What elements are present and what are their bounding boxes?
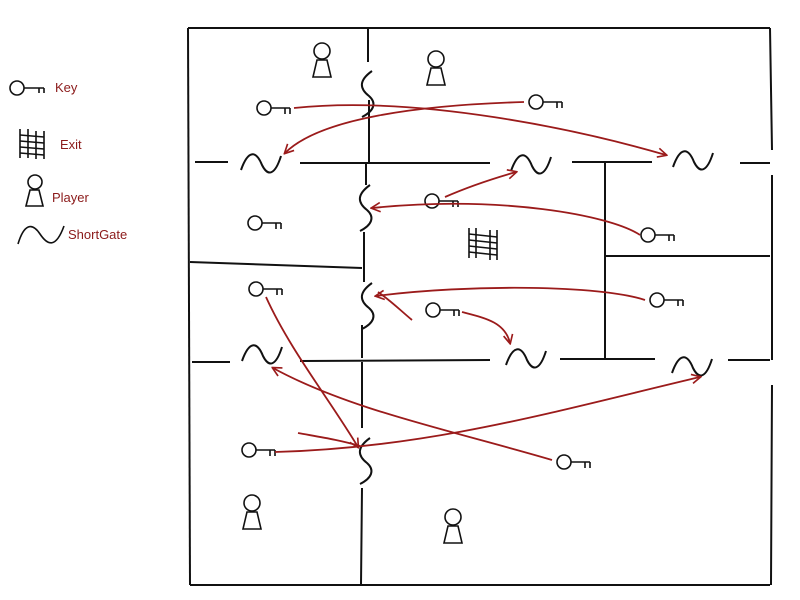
key-icon xyxy=(247,215,282,231)
shortgate-upper-middle xyxy=(510,154,552,175)
key-gate-arrows xyxy=(265,101,700,461)
arrow-key-to-bottom-gate xyxy=(265,296,358,447)
player-icon xyxy=(426,50,446,86)
wall-horizontal-lower xyxy=(192,358,770,363)
shortgate-middle-upper xyxy=(358,184,373,232)
key-icon xyxy=(649,292,684,308)
wall-vertical-top xyxy=(367,28,370,162)
exit-ladder-icon xyxy=(468,228,498,260)
key-icon xyxy=(424,193,459,209)
arrow-key-to-lower-left-gate xyxy=(273,368,553,461)
wall-vertical-bottom xyxy=(360,362,363,586)
legend-item-shortgate: ShortGate xyxy=(0,218,180,258)
legend-item-exit: Exit xyxy=(0,125,180,165)
key-icon xyxy=(556,454,591,470)
key-icon xyxy=(528,94,563,110)
shortgate-lower-left xyxy=(241,344,283,365)
wall-horizontal-upper xyxy=(195,161,770,164)
key-icon xyxy=(425,302,460,318)
key-icon xyxy=(640,227,675,243)
arrow-key-to-lower-right-gate xyxy=(274,377,700,453)
arrow-tail-bottom xyxy=(297,432,361,447)
key-icon xyxy=(256,100,291,116)
legend: Key Exit Player ShortGate xyxy=(0,0,180,260)
players xyxy=(242,42,463,544)
exit-ladder-icon xyxy=(19,129,45,159)
arrow-key-to-lower-middle-gate xyxy=(461,311,510,343)
arrow-key-to-upper-right-gate xyxy=(293,104,666,155)
player-icon xyxy=(443,508,463,544)
arrow-key-to-upper-middle-gate xyxy=(444,172,516,198)
keys xyxy=(241,94,684,470)
wall-vertical-middle xyxy=(361,163,367,358)
shortgate-top xyxy=(360,70,375,118)
wall-left-room-divider xyxy=(189,261,363,269)
key-icon xyxy=(248,281,283,297)
legend-label-key: Key xyxy=(55,80,78,95)
arrow-tails xyxy=(297,291,413,447)
legend-item-player: Player xyxy=(0,172,180,212)
legend-label-exit: Exit xyxy=(60,137,82,152)
outer-wall-right xyxy=(769,27,773,586)
player-icon xyxy=(242,494,262,530)
player-icon xyxy=(312,42,332,78)
arrow-key-to-upper-left-gate xyxy=(285,101,525,153)
shortgate-upper-right xyxy=(672,150,714,171)
arrow-key-to-middle-upper-gate xyxy=(372,204,641,236)
shortgate-upper-left xyxy=(240,153,282,174)
shortgate-icon xyxy=(17,225,65,245)
shortgate-lower-middle xyxy=(505,348,547,369)
shortgate-lower-right xyxy=(671,356,713,377)
outer-wall-left xyxy=(187,27,191,586)
legend-label-player: Player xyxy=(52,190,89,205)
walls xyxy=(187,27,773,586)
gates xyxy=(240,70,714,485)
arrow-tail-middle xyxy=(377,291,413,321)
legend-item-key: Key xyxy=(0,72,180,112)
shortgate-middle-lower xyxy=(360,282,375,330)
arrow-key-to-middle-lower-gate xyxy=(376,286,646,301)
player-icon xyxy=(24,174,45,207)
legend-label-shortgate: ShortGate xyxy=(68,227,128,242)
key-icon xyxy=(241,442,276,458)
key-icon xyxy=(9,80,45,96)
